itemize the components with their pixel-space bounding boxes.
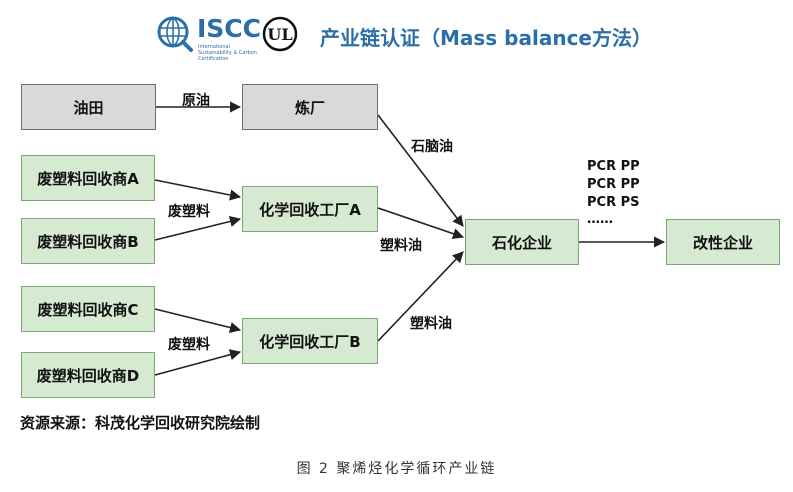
arrow-recycler-d-plant-b [154, 349, 242, 376]
source-note: 资源来源：科茂化学回收研究院绘制 [20, 414, 261, 432]
edge-label-waste-plastic-b: 废塑料 [168, 337, 210, 353]
page-title: 产业链认证（Mass balance方法） [320, 26, 652, 50]
product-item: PCR PS [587, 195, 640, 210]
iscc-logo-subtitle: International Sustainability & Carbon Ce… [198, 44, 257, 62]
node-chem-plant-b: 化学回收工厂B [242, 318, 378, 364]
arrow-recycler-b-plant-a [154, 215, 242, 241]
node-recycler-b: 废塑料回收商B [21, 218, 155, 264]
arrow-plant-b-petrochem [377, 251, 464, 342]
svg-text:UL: UL [267, 25, 292, 44]
node-modifier: 改性企业 [666, 219, 780, 265]
edge-label-pyro-oil-b: 塑料油 [410, 316, 452, 332]
product-item: PCR PP [587, 177, 640, 192]
node-refinery: 炼厂 [242, 84, 378, 130]
arrow-plant-a-petrochem [377, 207, 465, 240]
arrow-recycler-a-plant-a [154, 179, 242, 201]
node-recycler-d: 废塑料回收商D [21, 352, 155, 398]
edge-label-crude: 原油 [182, 93, 210, 109]
node-oilfield: 油田 [21, 84, 156, 130]
edge-label-naphtha: 石脑油 [411, 139, 453, 155]
product-item-ellipsis: …… [587, 212, 613, 227]
figure-caption: 图 2 聚烯烃化学循环产业链 [296, 461, 497, 477]
node-recycler-c: 废塑料回收商C [21, 286, 155, 332]
node-recycler-a: 废塑料回收商A [21, 155, 155, 201]
edge-label-pyro-oil-a: 塑料油 [380, 238, 422, 254]
iscc-logo-text: ISCC [197, 14, 262, 43]
node-chem-plant-a: 化学回收工厂A [242, 186, 378, 232]
flow-arrows [154, 101, 666, 376]
arrow-recycler-c-plant-b [154, 308, 242, 334]
ul-logo-icon: UL [262, 16, 298, 52]
product-item: PCR PP [587, 159, 640, 174]
iscc-globe-icon [157, 16, 193, 52]
arrow-refinery-petrochem [377, 114, 464, 227]
diagram-panel: ISCC International Sustainability & Carb… [20, 14, 780, 432]
node-petrochem: 石化企业 [465, 219, 579, 265]
edge-label-waste-plastic-a: 废塑料 [168, 204, 210, 220]
